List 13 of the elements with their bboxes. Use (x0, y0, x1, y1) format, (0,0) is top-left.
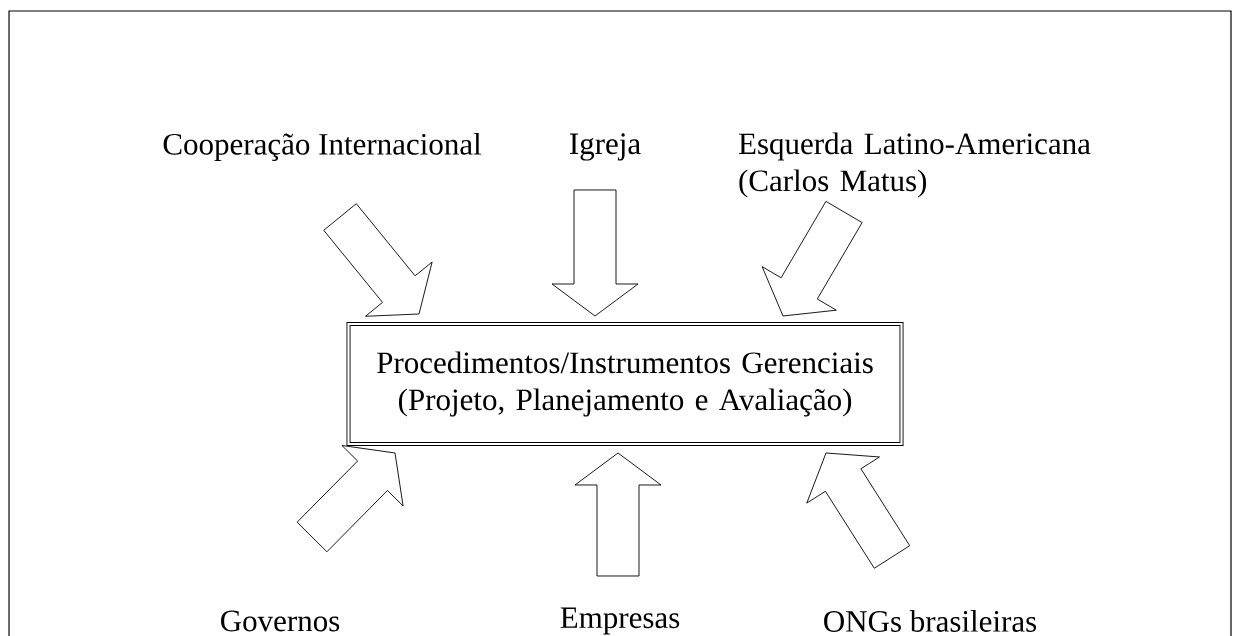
block-arrow (551, 189, 639, 317)
source-label: Empresas (560, 607, 680, 635)
source-label: Governos (221, 610, 340, 632)
source-label: Igreja (570, 133, 641, 161)
block-arrow (761, 200, 863, 317)
source-label: Esquerda Latino-Americana (Carlos Matus) (738, 132, 1091, 198)
source-label: ONGs brasileiras (824, 610, 1037, 632)
block-arrow (574, 452, 662, 577)
block-arrow (296, 445, 404, 553)
block-arrow (806, 452, 911, 569)
block-arrow (323, 203, 433, 317)
source-label: Cooperação Internacional (163, 132, 482, 162)
double-framed-box: Procedimentos/Instrumentos Gerenciais (Projeto, Planejamento e Avaliação) (346, 322, 904, 446)
